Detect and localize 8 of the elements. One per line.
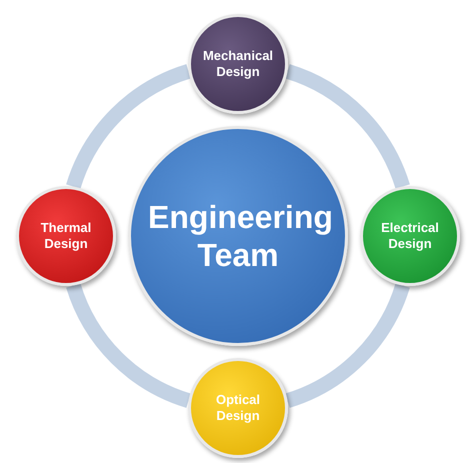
ring-connector — [284, 282, 410, 408]
ring-connector — [66, 64, 192, 190]
circle-label: Electrical Design — [380, 220, 440, 252]
circle-label: Thermal Design — [40, 220, 92, 252]
circle-label: Mechanical Design — [202, 48, 274, 80]
ring-connector — [284, 64, 410, 190]
circle-label: Optical Design — [214, 392, 262, 424]
ring-connector — [66, 282, 192, 408]
